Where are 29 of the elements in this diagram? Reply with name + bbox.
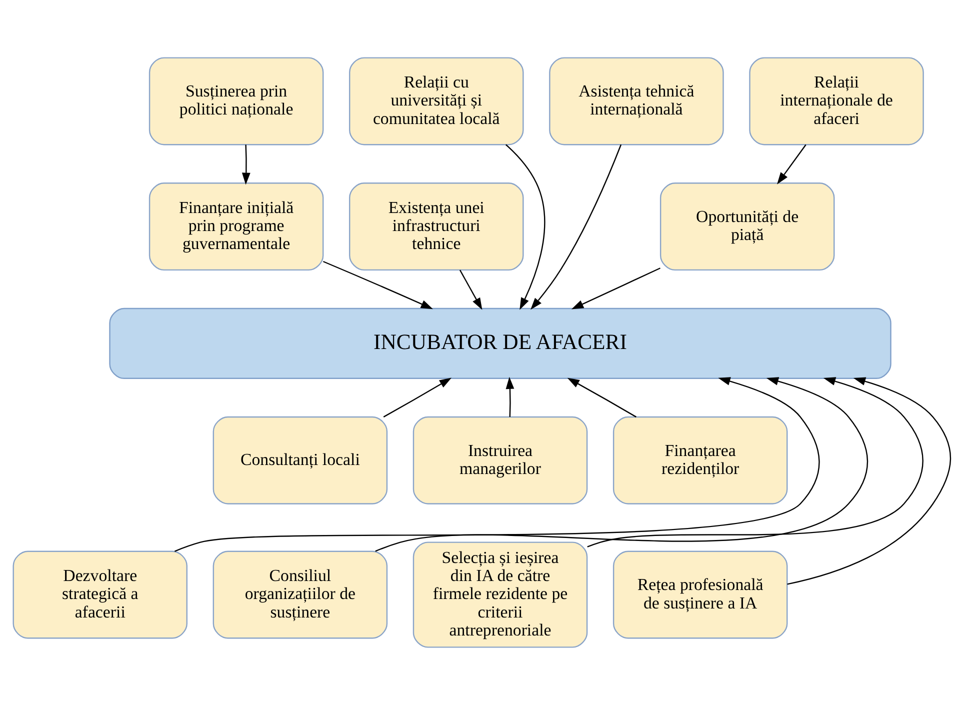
arrow	[505, 144, 546, 310]
node-box: Susținerea prin politici naționale	[148, 57, 324, 146]
node-box: Dezvoltare strategică a afacerii	[12, 550, 188, 639]
node-box: Instruirea managerilor	[412, 416, 588, 504]
arrow	[506, 376, 514, 417]
node-box: Oportunități de piață	[660, 182, 835, 271]
node-box: Selecția și ieșirea din IA de către firmele rezidente pe criterii antreprenoriale	[412, 542, 588, 648]
node-box: Consultanți locali	[212, 416, 388, 504]
arrow	[571, 268, 660, 310]
node-box: Rețea profesională de susținere a IA	[612, 550, 788, 639]
arrow	[567, 378, 636, 418]
node-box: Relații internaționale de afaceri	[749, 57, 924, 146]
node-box: Finanțarea rezidenților	[612, 416, 788, 504]
node-box: Existența unei infrastructuri tehnice	[349, 182, 524, 271]
arrow	[242, 144, 250, 185]
arrow	[323, 260, 433, 310]
node-box: Finanțare inițială prin programe guvernamentale	[148, 182, 324, 271]
arrow	[530, 144, 622, 310]
node-box: INCUBATOR DE AFACERI	[109, 308, 892, 380]
arrow	[459, 270, 482, 310]
arrow	[383, 378, 452, 418]
node-box: Asistența tehnică internațională	[549, 57, 724, 146]
node-box: Relații cu universități și comunitatea locală	[349, 57, 524, 146]
node-box: Consiliul organizațiilor de susținere	[212, 550, 388, 639]
arrow	[375, 377, 868, 552]
arrow	[777, 144, 806, 184]
arrow	[174, 377, 820, 552]
arrow	[787, 377, 951, 585]
arrow	[587, 377, 924, 548]
